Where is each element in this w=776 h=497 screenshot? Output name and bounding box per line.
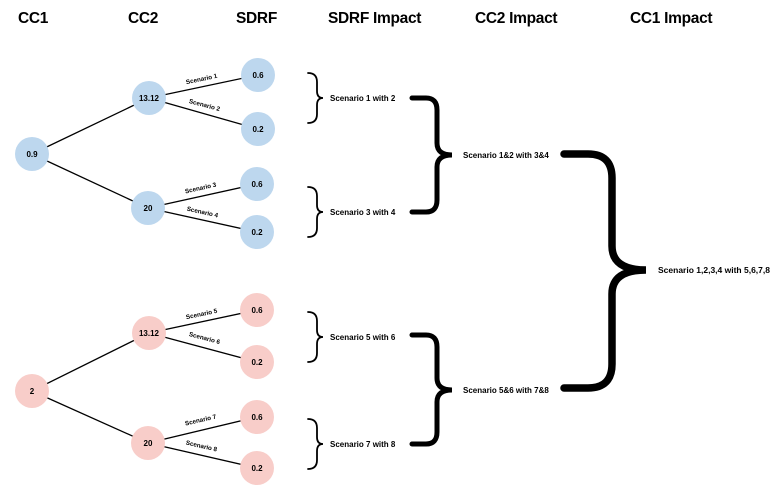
- header-cc2: CC2: [128, 10, 158, 27]
- node-value: 0.6: [252, 71, 264, 80]
- node-value: 0.2: [251, 228, 263, 237]
- node-value: 20: [144, 439, 153, 448]
- tree-edge: [147, 207, 258, 233]
- node-sdrf-pink-1: [240, 293, 274, 327]
- node-value: 0.2: [252, 125, 264, 134]
- node-sdrf-blue-4: [240, 215, 274, 249]
- node-value: 0.6: [251, 306, 263, 315]
- brace-cc2-2: [409, 332, 453, 447]
- header-cc2-impact: CC2 Impact: [475, 10, 557, 27]
- impact-label-sdrf-1: Scenario 1 with 2: [330, 94, 396, 103]
- header-cc1: CC1: [18, 10, 49, 27]
- header-sdrf-impact: SDRF Impact: [328, 10, 421, 27]
- tree-edge: [148, 97, 259, 130]
- brace-cc2-1: [409, 95, 453, 215]
- tree-edge: [31, 153, 149, 209]
- tree-edge: [148, 74, 259, 99]
- node-value: 0.9: [26, 150, 38, 159]
- node-sdrf-blue-2: [241, 112, 275, 146]
- node-value: 0.6: [251, 413, 263, 422]
- brace-sdrf-4: [307, 418, 324, 470]
- impact-label-cc1: Scenario 1,2,3,4 with 5,6,7,8: [658, 265, 770, 275]
- tree-edge: [147, 442, 258, 469]
- node-cc2-pink-2: [131, 426, 165, 460]
- node-sdrf-pink-3: [240, 400, 274, 434]
- impact-label-cc2-1: Scenario 1&2 with 3&4: [463, 151, 549, 160]
- node-sdrf-blue-3: [240, 167, 274, 201]
- tree-edge: [147, 416, 258, 444]
- tree-edge: [147, 183, 258, 209]
- node-value: 2: [30, 387, 35, 396]
- node-cc1-pink: [15, 374, 49, 408]
- node-sdrf-pink-4: [240, 451, 274, 485]
- node-value: 13.12: [139, 94, 160, 103]
- tree-edge: [31, 97, 150, 155]
- edge-label-scenario-8: Scenario 8: [185, 440, 218, 454]
- node-cc2-pink-1: [132, 316, 166, 350]
- brace-sdrf-2: [307, 186, 324, 238]
- node-cc1-blue: [15, 137, 49, 171]
- impact-label-cc2-2: Scenario 5&6 with 7&8: [463, 386, 549, 395]
- brace-sdrf-1: [307, 72, 324, 124]
- node-sdrf-pink-2: [240, 345, 274, 379]
- impact-label-sdrf-2: Scenario 3 with 4: [330, 208, 396, 217]
- tree-edge: [148, 332, 258, 363]
- header-sdrf: SDRF: [236, 10, 277, 27]
- node-value: 0.6: [251, 180, 263, 189]
- tree-edge: [31, 390, 149, 444]
- node-value: 20: [144, 204, 153, 213]
- header-cc1-impact: CC1 Impact: [630, 10, 712, 27]
- impact-label-sdrf-4: Scenario 7 with 8: [330, 440, 396, 449]
- tree-edge: [148, 309, 258, 334]
- brace-sdrf-3: [307, 311, 324, 363]
- node-cc2-blue-2: [131, 191, 165, 225]
- brace-cc1: [560, 150, 647, 392]
- node-cc2-blue-1: [132, 81, 166, 115]
- edge-label-scenario-7: Scenario 7: [184, 413, 217, 427]
- node-value: 0.2: [251, 464, 263, 473]
- impact-label-sdrf-3: Scenario 5 with 6: [330, 333, 396, 342]
- node-sdrf-blue-1: [241, 58, 275, 92]
- node-value: 13.12: [139, 329, 160, 338]
- edge-label-scenario-6: Scenario 6: [188, 331, 221, 346]
- tree-edge: [31, 332, 150, 392]
- node-value: 0.2: [251, 358, 263, 367]
